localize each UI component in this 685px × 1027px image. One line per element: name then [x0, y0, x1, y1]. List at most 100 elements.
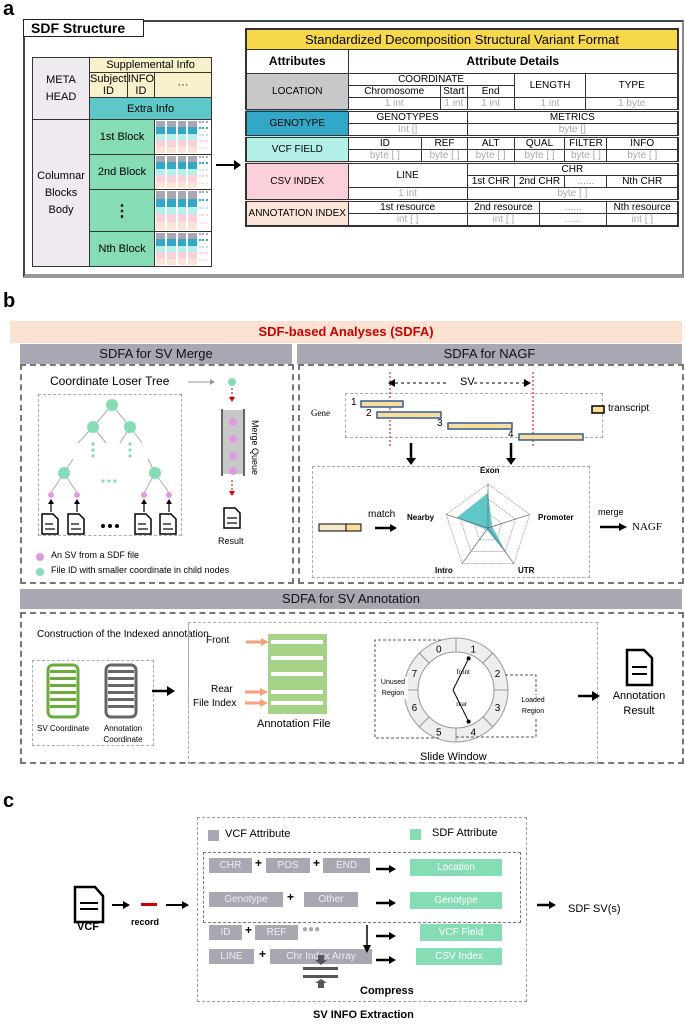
vcf-attr-ref: REF — [255, 925, 298, 940]
annotation-file-label: Annotation File — [257, 718, 331, 730]
attr-annotation-index: ANNOTATION INDEX — [245, 198, 349, 226]
block-ellipsis: ⋮ — [89, 189, 156, 232]
mapping-box — [203, 852, 521, 923]
merge-label: merge — [598, 507, 624, 517]
block-1: 1st Block — [89, 119, 156, 155]
ring-slot-label: 3 — [495, 703, 501, 714]
merge-header: SDFA for SV Merge — [20, 344, 292, 364]
supp-ellipsis: ··· — [154, 72, 212, 98]
panel-label-b: b — [3, 290, 16, 312]
compress-icon — [303, 955, 338, 988]
front-pointer — [452, 658, 470, 691]
chr-n: Nth CHR — [606, 174, 679, 188]
attr-csv-index: CSV INDEX — [245, 160, 349, 201]
vcf-attr-id: ID — [209, 925, 242, 940]
rear-pointer — [452, 689, 470, 722]
vcf-attr-other: Other — [304, 892, 358, 907]
radar-axis — [446, 514, 489, 529]
construction-label: Construction of the Indexed annotation — [37, 629, 209, 640]
sdf-sv-output: SDF SV(s) — [568, 903, 621, 915]
tree-node — [124, 421, 136, 433]
ring-slot-label: 5 — [436, 728, 442, 739]
loser-tree-label: Coordinate Loser Tree — [50, 374, 170, 388]
plus: + — [259, 947, 267, 961]
construction-box — [32, 660, 154, 746]
tree-root-output-node — [228, 378, 236, 386]
transcript-legend-swatch — [591, 405, 605, 414]
panel-label-a: a — [3, 0, 15, 20]
plus: + — [255, 856, 263, 870]
vcf-attr-end: END — [323, 858, 370, 873]
block-columns-art — [154, 189, 212, 232]
ring-slot-label: 6 — [412, 703, 418, 714]
radar-axis-label: UTR — [518, 566, 535, 575]
radar-axis-label: Intro — [435, 566, 453, 575]
format-title: Standardized Decomposition Structural Va… — [245, 28, 679, 50]
radar-axis — [487, 527, 515, 564]
nagf-box — [298, 364, 684, 584]
transcript-4 — [518, 433, 584, 441]
legend-sv: An SV from a SDF file — [51, 550, 140, 560]
radar-axis-label: Exon — [480, 466, 500, 475]
transcript-1 — [360, 400, 404, 408]
type-value: ...... — [538, 212, 608, 226]
tree-node — [58, 467, 70, 479]
vcf-legend: VCF Attribute — [225, 828, 291, 840]
sv-label: SV — [460, 376, 475, 388]
vcf-attr-line: LINE — [209, 949, 254, 964]
match-label: match — [368, 509, 396, 520]
type-value: int [ ] — [606, 212, 679, 226]
more-dots: ●●● — [302, 924, 321, 935]
radar-box — [312, 466, 590, 578]
ring-slot-label: 1 — [470, 644, 476, 655]
record-bar — [141, 903, 157, 906]
panel-label-c: c — [3, 790, 15, 812]
sv-leaf — [141, 492, 147, 498]
rear-pointer-label: rear — [456, 700, 468, 708]
sv-leaf — [74, 492, 80, 498]
vcf-file-icon — [73, 885, 105, 924]
unused-region-bracket — [374, 639, 441, 739]
radar-chart — [445, 483, 531, 565]
compress-label: Compress — [360, 985, 414, 997]
transcript-2 — [376, 411, 442, 419]
sdf-attr-genotype: Genotype — [410, 892, 502, 909]
extra-info: Extra Info — [89, 97, 212, 120]
arrow-right-head — [234, 160, 241, 170]
rear-label: Rear — [211, 684, 233, 695]
sdf-format-table: Standardized Decomposition Structural Va… — [245, 28, 679, 227]
length-header: LENGTH — [513, 72, 587, 98]
transcript-num: 4 — [508, 429, 514, 440]
sdf-attr-csv-index: CSV Index — [416, 948, 502, 965]
line-header: LINE — [347, 160, 468, 188]
transcript-num: 2 — [366, 408, 372, 419]
radar-axis — [461, 527, 489, 564]
plus: + — [313, 856, 321, 870]
unused-region-label: Unused Region — [378, 677, 408, 699]
resource-1: 1st resource — [347, 198, 468, 214]
sdf-legend: SDF Attribute — [432, 827, 498, 839]
plus: + — [245, 923, 253, 937]
sv-leaf — [166, 492, 172, 498]
vcf-legend-swatch — [208, 830, 219, 841]
columnar-blocks-body: Columnar Blocks Body — [31, 119, 91, 267]
transcript-legend: transcript — [608, 403, 650, 414]
radar-area — [456, 492, 508, 555]
radar-axis — [487, 514, 530, 529]
transcript-num: 1 — [351, 397, 357, 408]
radar-grid — [473, 512, 503, 541]
sv-info-extraction-caption: SV INFO Extraction — [313, 1009, 414, 1021]
sdf-structure-title: SDF Structure — [23, 19, 144, 37]
supplemental-info: Supplemental Info — [89, 57, 212, 73]
legend-file-id: File ID with smaller coordinate in child… — [51, 565, 230, 575]
loaded-region-label: Loaded Region — [518, 695, 548, 717]
slide-window-label: Slide Window — [420, 751, 487, 763]
loser-tree-box — [38, 394, 182, 536]
transcript-num: 3 — [437, 418, 443, 429]
radar-axis-label: Promoter — [538, 513, 574, 522]
sdf-attr-vcf-field: VCF Field — [420, 924, 502, 941]
sdf-layout-table: META HEAD Supplemental Info Subject ID I… — [31, 57, 212, 267]
